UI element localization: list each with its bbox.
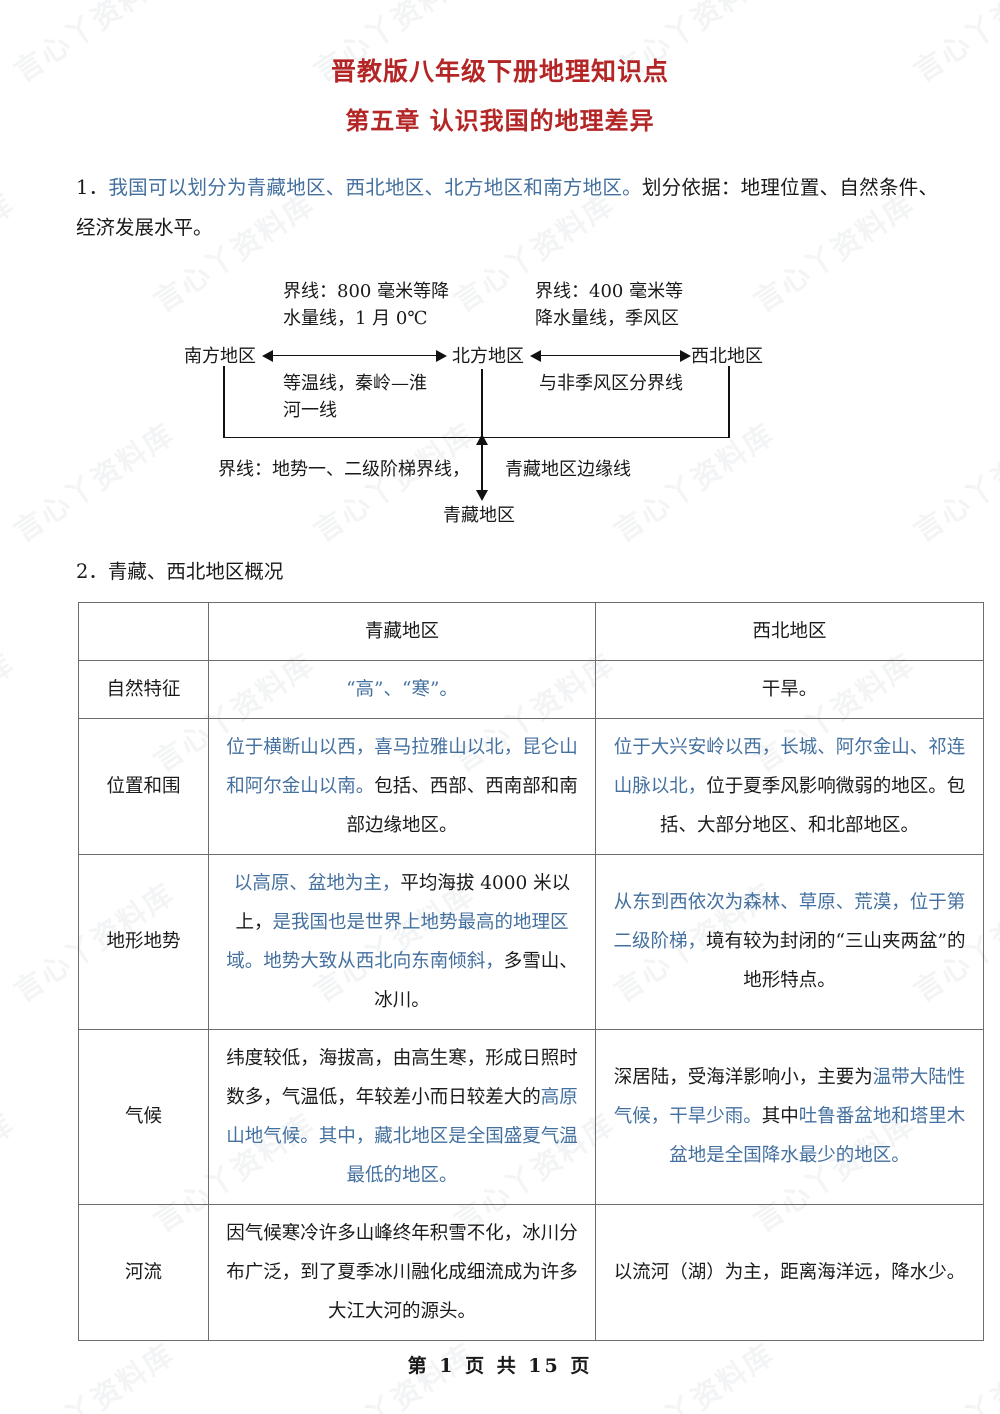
table-cell-qingzang: 以高原、盆地为主，平均海拔 4000 米以上，是我国也是世界上地势最高的地理区域… [208, 853, 596, 1030]
diagram-arrowhead-left-2 [530, 349, 541, 362]
diagram-note-mid-left: 等温线，秦岭—淮 河一线 [283, 370, 513, 424]
table-cell-segment: 深居陆，受海洋影响小，主要为 [613, 1067, 873, 1089]
table-header-cell-xibei: 西北地区 [595, 601, 984, 661]
table-cell-xibei: 深居陆，受海洋影响小，主要为温带大陆性气候，干旱少雨。其中吐鲁番盆地和塔里木盆地… [595, 1028, 984, 1205]
table-cell-segment: 是我国也是世界上地势最高的地理区域。地势大致从西北向东南倾斜， [226, 911, 569, 972]
table-header-cell-qingzang: 青藏地区 [208, 601, 596, 661]
region-division-diagram: 界线：800 毫米等降 水量线，1 月 0℃ 界线：400 毫米等 降水量线，季… [0, 266, 1000, 556]
diagram-note-top-right-line2: 降水量线，季风区 [535, 307, 679, 329]
page-title-sub: 第五章 认识我国的地理差异 [345, 105, 655, 135]
table-cell-segment: 温带大陆性气候，干旱少雨。 [613, 1067, 966, 1128]
table-row-label: 位置和围 [78, 717, 209, 855]
diagram-note-top-left: 界线：800 毫米等降 水量线，1 月 0℃ [283, 278, 513, 332]
diagram-note-top-right-line1: 界线：400 毫米等 [535, 280, 684, 302]
table-cell-segment: 因气候寒冷许多山峰终年积雪不化，冰川分布广泛，到了夏季冰川融化成细流成为许多大江… [226, 1222, 578, 1322]
table-cell-segment: 纬度较低，海拔高，由高生寒，形成日照时数多，气温低，年较差小而日较差大的 [226, 1047, 578, 1108]
table-cell-segment: 位于大兴安岭以西，长城、阿尔金山、祁连山脉以北， [613, 736, 966, 797]
diagram-arrow-line-south-north [272, 354, 436, 357]
table-cell-qingzang: 位于横断山以西，喜马拉雅山以北，昆仑山和阿尔金山以南。包括、西部、西南部和南部边… [208, 717, 596, 855]
table-header-cell-blank [78, 601, 209, 661]
item-1-number: 1． [76, 175, 109, 199]
table-cell-segment: 境有较为封闭的“三山夹两盆”的地形特点。 [706, 931, 966, 992]
diagram-label-north-region: 北方地区 [452, 345, 524, 367]
table-cell-segment: 包括、西部、西南部和南部边缘地区。 [346, 775, 578, 836]
diagram-label-northwest-region: 西北地区 [691, 345, 763, 367]
table-cell-qingzang: 因气候寒冷许多山峰终年积雪不化，冰川分布广泛，到了夏季冰川融化成细流成为许多大江… [208, 1203, 596, 1341]
table-cell-segment: 以高原、盆地为主， [233, 872, 401, 894]
diagram-arrowhead-down [476, 489, 488, 501]
table-cell-xibei: 干旱。 [595, 659, 984, 719]
table-cell-segment: “高”、“寒”。 [346, 678, 458, 700]
table-cell-segment: 吐鲁番盆地和塔里木盆地是全国降水最少的地区。 [669, 1106, 966, 1167]
diagram-center-vline-upper [481, 368, 483, 437]
diagram-note-top-left-line1: 界线：800 毫米等降 [283, 280, 450, 302]
diagram-arrowhead-right-2 [680, 349, 691, 362]
table-cell-xibei: 以流河（湖）为主，距离海洋远，降水少。 [595, 1203, 984, 1341]
item-1-black-text: 划分依据：地理位置、自然条件、经济发展水平。 [76, 175, 938, 239]
table-row: 地形地势以高原、盆地为主，平均海拔 4000 米以上，是我国也是世界上地势最高的… [78, 853, 984, 1030]
diagram-note-bottom-left: 界线：地势一、二级阶梯界线， [218, 458, 470, 480]
item-1-blue-text: 我国可以划分为青藏地区、西北地区、北方地区和南方地区。 [108, 175, 642, 199]
diagram-note-top-left-line2: 水量线，1 月 0℃ [283, 307, 428, 329]
table-row-label: 自然特征 [78, 659, 209, 719]
table-cell-segment: 其中 [761, 1106, 799, 1128]
table-cell-segment: 高原山地气候。其中，藏北地区是全国盛夏气温最低的地区。 [226, 1086, 578, 1186]
table-cell-segment: 干旱。 [761, 678, 818, 700]
diagram-arrow-line-north-northwest [540, 354, 680, 357]
table-row-label: 气候 [78, 1028, 209, 1205]
diagram-bracket-right-vline [728, 365, 730, 438]
diagram-note-mid-left-line2: 河一线 [283, 399, 337, 421]
table-row-label: 地形地势 [78, 853, 209, 1030]
table-cell-xibei: 位于大兴安岭以西，长城、阿尔金山、祁连山脉以北，位于夏季风影响微弱的地区。包括、… [595, 717, 984, 855]
table-cell-qingzang: 纬度较低，海拔高，由高生寒，形成日照时数多，气温低，年较差小而日较差大的高原山地… [208, 1028, 596, 1205]
table-cell-segment: 从东到西依次为森林、草原、荒漠，位于第二级阶梯， [613, 892, 966, 953]
diagram-note-mid-right: 与非季风区分界线 [539, 372, 683, 394]
diagram-bracket-left-vline [223, 365, 225, 438]
table-cell-segment: 位于横断山以西，喜马拉雅山以北，昆仑山和阿尔金山以南。 [226, 736, 578, 797]
table-cell-xibei: 从东到西依次为森林、草原、荒漠，位于第二级阶梯，境有较为封闭的“三山夹两盆”的地… [595, 853, 984, 1030]
table-cell-qingzang: “高”、“寒”。 [208, 659, 596, 719]
diagram-label-qingzang-region: 青藏地区 [443, 504, 515, 526]
diagram-label-south-region: 南方地区 [184, 345, 256, 367]
table-row: 自然特征 “高”、“寒”。 干旱。 [78, 659, 984, 719]
section-heading-item-2: 2．青藏、西北地区概况 [76, 559, 284, 583]
diagram-center-vline-lower [481, 442, 483, 492]
diagram-arrowhead-up [476, 433, 488, 445]
page-footer: 第 1 页 共 15 页 [407, 1355, 593, 1377]
region-overview-table: 青藏地区 西北地区 自然特征 “高”、“寒”。 干旱。位置和围位于横断山以西，喜马拉… [78, 601, 984, 1341]
table-row: 位置和围位于横断山以西，喜马拉雅山以北，昆仑山和阿尔金山以南。包括、西部、西南部… [78, 717, 984, 855]
diagram-note-mid-left-line1: 等温线，秦岭—淮 [283, 372, 427, 394]
diagram-note-bottom-right: 青藏地区边缘线 [505, 458, 631, 480]
diagram-note-top-right: 界线：400 毫米等 降水量线，季风区 [535, 278, 755, 332]
table-cell-segment: 位于夏季风影响微弱的地区。包括、大部分地区、和北部地区。 [659, 775, 966, 836]
diagram-arrowhead-left-1 [262, 349, 273, 362]
table-row: 气候纬度较低，海拔高，由高生寒，形成日照时数多，气温低，年较差小而日较差大的高原… [78, 1028, 984, 1205]
table-cell-segment: 多雪山、冰川。 [374, 950, 578, 1011]
page-title-main: 晋教版八年级下册地理知识点 [330, 57, 669, 86]
table-cell-segment: 平均海拔 4000 米以上， [235, 872, 571, 933]
table-row: 河流因气候寒冷许多山峰终年积雪不化，冰川分布广泛，到了夏季冰川融化成细流成为许多… [78, 1203, 984, 1341]
table-cell-segment: 以流河（湖）为主，距离海洋远，降水少。 [613, 1261, 966, 1283]
diagram-arrowhead-right-1 [436, 349, 447, 362]
table-header-row: 青藏地区 西北地区 [78, 601, 984, 661]
paragraph-item-1: 1．我国可以划分为青藏地区、西北地区、北方地区和南方地区。划分依据：地理位置、自… [0, 134, 1000, 248]
table-row-label: 河流 [78, 1203, 209, 1341]
